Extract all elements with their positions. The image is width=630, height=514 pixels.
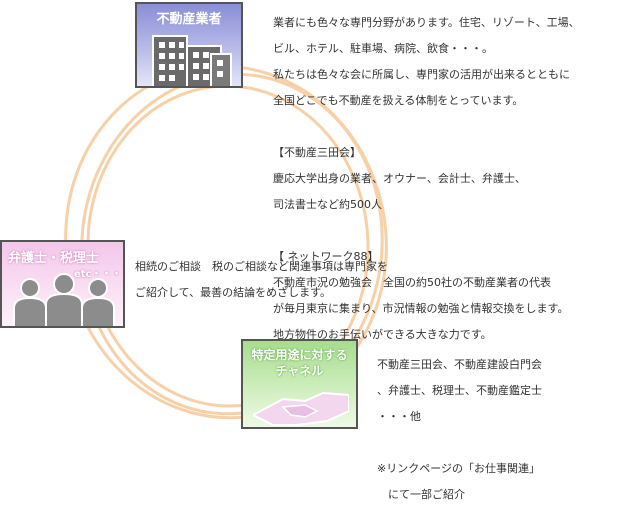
channel-note-line: にて一部ご紹介 [377,488,465,501]
realestate-title: 不動産業者 [156,12,222,27]
network-line: 地方物件のお手伝いができる大きな力です。 [273,328,492,341]
channel-title: 特定用途に対する チャネル [243,347,356,379]
channel-description: 不動産三田会、不動産建設白門会 、弁護士、税理士、不動産鑑定士 ・・・他 ※リン… [377,345,617,514]
people-icon [13,273,115,326]
channel-box: 特定用途に対する チャネル [241,339,358,429]
network-line: 不動産市況の勉強会 全国の約50社の不動産業者の代表 [273,276,551,289]
lawyers-etc: etc・・・ [74,269,122,280]
network-line: が毎月東京に集まり、市況情報の勉強と情報交換をします。 [273,302,569,315]
mita-line: 慶応大学出身の業者、オウナー、会計士、弁護士、 [273,172,526,185]
realestate-description: 業者にも色々な専門分野があります。住宅、リゾート、工場、 ビル、ホテル、駐車場、… [273,3,625,354]
channel-line: 不動産三田会、不動産建設白門会 [377,358,542,371]
lawyers-title: 弁護士・税理士 [8,251,100,266]
channel-title-line1: 特定用途に対する [251,348,348,362]
handshake-icon [253,391,349,426]
lawyers-box: 弁護士・税理士 etc・・・ [0,240,125,328]
mita-line: 司法書士など約500人 [273,198,382,211]
channel-line: ・・・他 [377,410,421,423]
realestate-para-line: 全国どこでも不動産を扱える体制をとっています。 [273,94,524,107]
mita-title: 【不動産三田会】 [273,146,361,159]
lawyers-line: ご紹介して、最善の結論をめざします。 [135,286,332,299]
realestate-para-line: 私たちは色々な会に所属し、専門家の活用が出来るとともに [273,68,570,81]
realestate-para-line: 業者にも色々な専門分野があります。住宅、リゾート、工場、 [273,16,580,29]
lawyers-line: 相続のご相談 税のご相談など関連事項は専門家を [135,260,388,273]
realestate-para-line: ビル、ホテル、駐車場、病院、飲食・・・。 [273,42,493,55]
network-title: 【 ネットワーク88】 [273,250,379,263]
lawyers-description: 相続のご相談 税のご相談など関連事項は専門家を ご紹介して、最善の結論をめざしま… [135,247,465,312]
realestate-box: 不動産業者 [135,2,243,88]
channel-line: 、弁護士、税理士、不動産鑑定士 [377,384,542,397]
channel-note-line: ※リンクページの「お仕事関連」 [377,462,540,475]
building-icon [152,35,232,86]
channel-title-line2: チャネル [275,364,324,378]
